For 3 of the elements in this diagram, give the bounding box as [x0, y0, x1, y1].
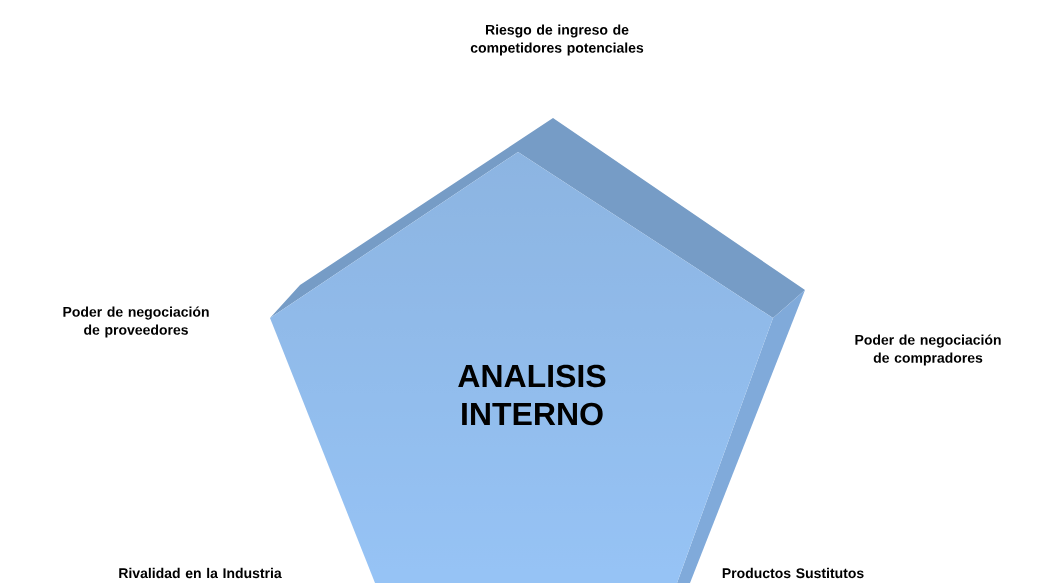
- force-label: Poder de negociación de proveedores: [63, 306, 209, 338]
- force-label: Riesgo de ingreso de competidores potenciales: [470, 24, 644, 56]
- force-label: Poder de negociación de compradores: [855, 334, 1001, 366]
